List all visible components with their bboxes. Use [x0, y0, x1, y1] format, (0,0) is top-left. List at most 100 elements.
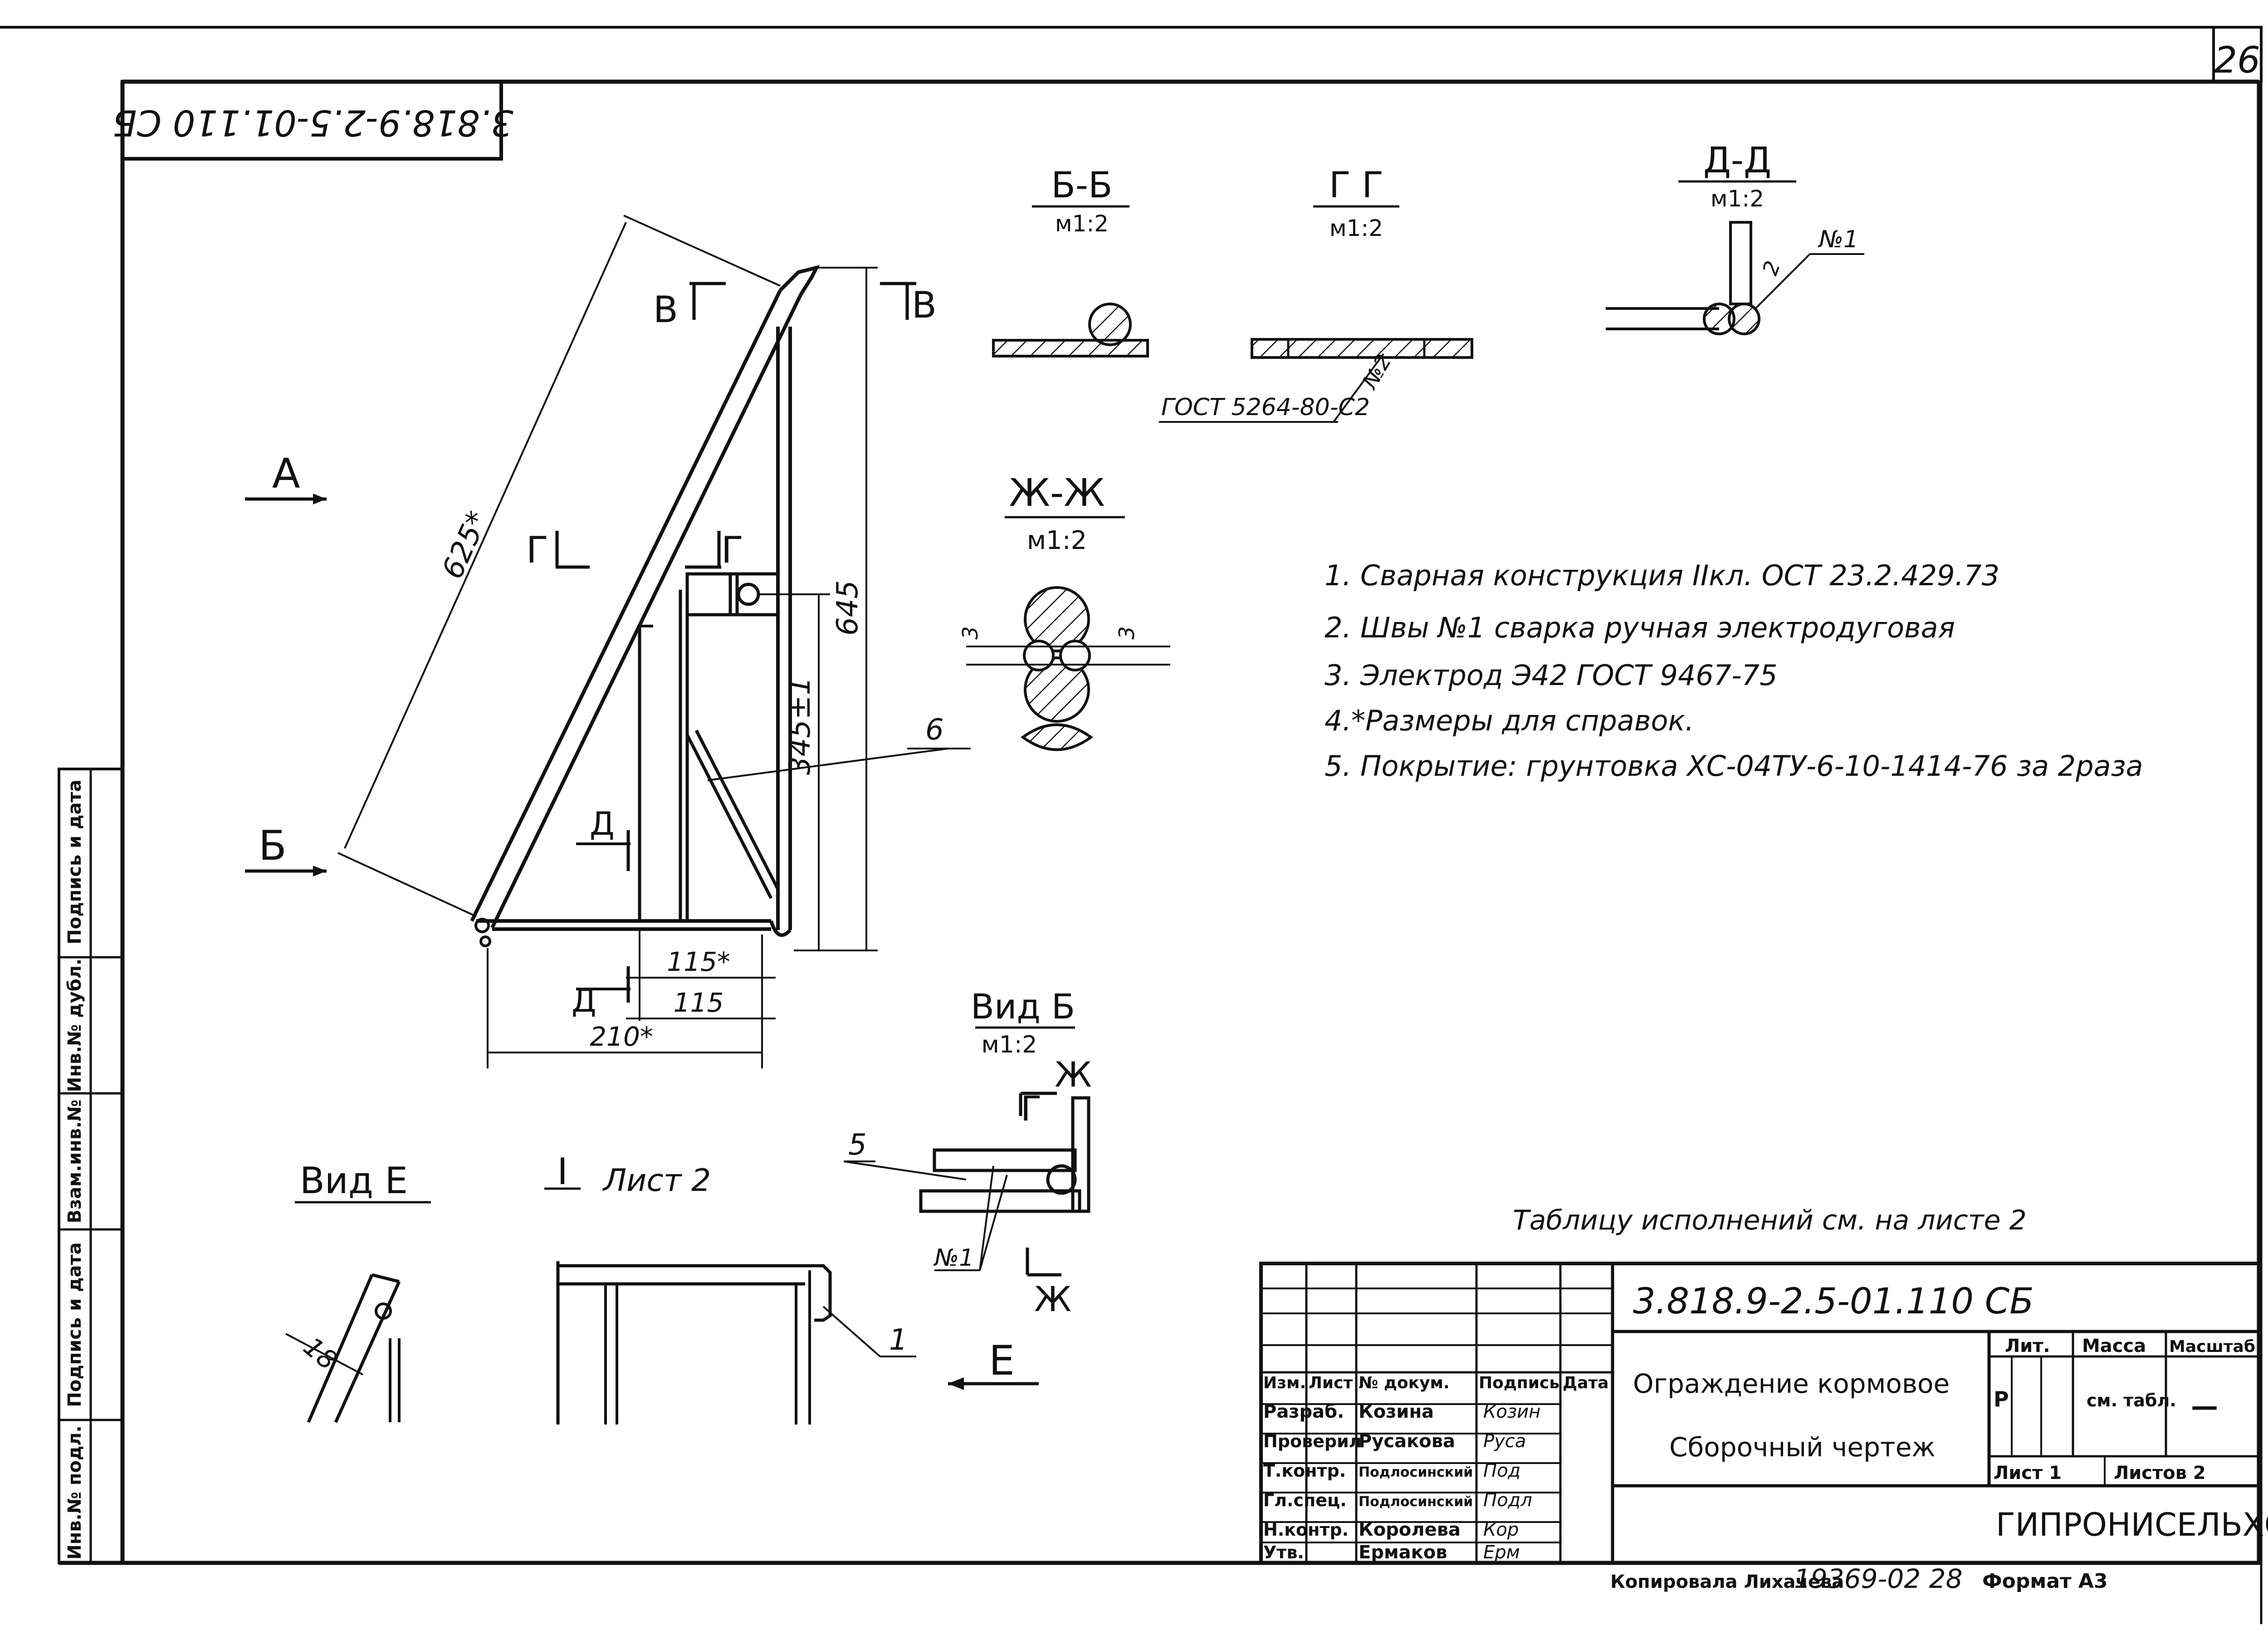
lit-label: Лит.	[2005, 1336, 2050, 1356]
weld-1-leader	[1755, 253, 1811, 309]
stamp-code-rotated: 3.818.9-2.5-01.110 СБ	[112, 102, 513, 143]
section-bb-rod	[1088, 303, 1132, 346]
cut-g-left: Г	[526, 529, 548, 571]
role-proveril: Проверил	[1263, 1431, 1362, 1451]
role-nkontr: Н.контр.	[1263, 1520, 1349, 1540]
sheet-label: Лист 1	[1994, 1463, 2062, 1483]
cut-a: А	[272, 450, 300, 498]
sheets-label: Листов 2	[2114, 1463, 2206, 1483]
vid-b-scale: м1:2	[982, 1031, 1037, 1058]
main-view	[470, 265, 820, 947]
role-razrab: Разраб.	[1263, 1401, 1344, 1422]
hdr-doc: № докум.	[1359, 1374, 1450, 1392]
callout-1: 1	[889, 1323, 908, 1357]
vid-b-title: Вид Б	[971, 986, 1075, 1027]
section-bb-scale: м1:2	[1055, 211, 1109, 237]
cut-markers	[245, 282, 916, 1003]
vid-e-figure	[285, 1273, 401, 1423]
cut-v-left: В	[653, 289, 678, 331]
weld-2-leader	[1333, 353, 1384, 423]
masshtab-label: Масштаб	[2169, 1337, 2255, 1356]
table-ref: Таблицу исполнений см. на листе 2	[1513, 1204, 2027, 1236]
hdr-podpis: Подпись	[1479, 1374, 1559, 1392]
weld-no1: №1	[1818, 226, 1858, 253]
massa-label: Масса	[2082, 1336, 2146, 1356]
vid-e-title: Вид Е	[300, 1160, 408, 1202]
section-dd-scale: м1:2	[1711, 186, 1764, 212]
gost-weld: ГОСТ 5264-80-С2	[1161, 394, 1370, 421]
note-1: 1. Сварная конструкция IIкл. ОСТ 23.2.42…	[1325, 559, 1999, 592]
name-proveril: Русакова	[1359, 1431, 1455, 1452]
section-dd-rod-2	[1728, 303, 1760, 335]
role-tkontr: Т.контр.	[1263, 1461, 1346, 1481]
note-3: 3. Электрод Э42 ГОСТ 9467-75	[1325, 659, 1778, 692]
dim-3a: 3	[958, 626, 982, 639]
cut-zh-top: Ж	[1055, 1054, 1092, 1095]
section-gg-plate	[1251, 338, 1473, 359]
cut-b: Б	[259, 822, 287, 870]
sign-utv: Ерм	[1483, 1542, 1520, 1563]
dim-18: 18	[298, 1331, 343, 1376]
dim-115-label: 115	[674, 987, 724, 1018]
note-5: 5. Покрытие: грунтовка ХС-04ТУ-6-10-1414…	[1325, 749, 2143, 783]
dim-210-label: 210*	[590, 1021, 653, 1052]
section-bb-title: Б-Б	[1051, 165, 1112, 206]
sheet2-mark: I	[557, 1151, 568, 1193]
cut-d-bottom: Д	[572, 982, 596, 1019]
section-dd-title: Д-Д	[1703, 140, 1771, 181]
section-gg-title: Г Г	[1329, 165, 1383, 206]
vid-b-figure	[843, 1092, 1090, 1277]
name-tkontr: Подлосинский	[1359, 1464, 1473, 1480]
dim-2: 2	[1758, 258, 1785, 279]
dim-3b: 3	[1114, 626, 1139, 639]
title-name-line1: Ограждение кормовое	[1633, 1368, 1950, 1399]
dim-645	[794, 267, 878, 951]
dim-345	[758, 593, 830, 950]
section-gg-scale: м1:2	[1330, 215, 1383, 241]
hdr-data: Дата	[1563, 1374, 1609, 1392]
name-nkontr: Королева	[1359, 1519, 1461, 1540]
sign-glspec: Подл	[1483, 1490, 1532, 1511]
cut-v-right: В	[912, 284, 937, 326]
dim-bottom	[487, 930, 776, 1068]
dim-645-label: 645	[831, 580, 865, 636]
lit-value: Р	[1994, 1387, 2009, 1411]
org-name: ГИПРОНИСЕЛЬХОЗ	[1996, 1506, 2268, 1543]
sign-proveril: Руса	[1483, 1431, 1526, 1452]
note-2: 2. Швы №1 сварка ручная электродуговая	[1325, 611, 1955, 644]
margin-inv-dubl: Инв.№ дубл.	[64, 959, 85, 1092]
footer-copied: Копировала Лихачева	[1610, 1572, 1844, 1592]
section-zhzh-title: Ж-Ж	[1009, 470, 1105, 515]
dim-345-label: 345±1	[783, 677, 817, 775]
sheet2-detail-figure	[556, 1261, 1039, 1425]
margin-podpis-data-1: Подпись и дата	[64, 779, 85, 944]
callout-6-leader	[707, 748, 948, 781]
hdr-list: Лист	[1309, 1374, 1353, 1392]
designation: 3.818.9-2.5-01.110 СБ	[1633, 1281, 2034, 1322]
sign-tkontr: Под	[1483, 1460, 1520, 1481]
name-utv: Ермаков	[1359, 1542, 1447, 1563]
weld-no1-b: №1	[933, 1244, 974, 1272]
cut-d-top: Д	[590, 805, 615, 842]
note-4: 4.*Размеры для справок.	[1325, 704, 1694, 737]
stamp-box	[121, 80, 503, 161]
name-glspec: Подлосинский	[1359, 1494, 1473, 1510]
title-roles: Разраб. Козина Козин Проверил Русакова Р…	[1263, 1401, 1540, 1563]
footer-number: 19369-02 28	[1794, 1563, 1962, 1594]
margin-inv-podl: Инв.№ подл.	[64, 1425, 85, 1560]
name-razrab: Козина	[1359, 1401, 1434, 1422]
role-glspec: Гл.спец.	[1263, 1490, 1347, 1510]
section-bb-plate	[992, 339, 1149, 357]
callout-5: 5	[848, 1128, 867, 1162]
section-zhzh-scale: м1:2	[1027, 526, 1087, 555]
dim-625-label: 625*	[436, 506, 495, 584]
sign-razrab: Козин	[1483, 1401, 1540, 1422]
sign-nkontr: Кор	[1483, 1519, 1519, 1540]
role-utv: Утв.	[1263, 1542, 1304, 1562]
hdr-izm: Изм.	[1263, 1374, 1306, 1392]
dim-625	[337, 215, 781, 917]
left-margin-stamp	[58, 768, 124, 1564]
notes: 1. Сварная конструкция IIкл. ОСТ 23.2.42…	[1325, 559, 2143, 783]
massa-value: см. табл.	[2087, 1390, 2176, 1410]
cut-e: Е	[989, 1337, 1015, 1385]
